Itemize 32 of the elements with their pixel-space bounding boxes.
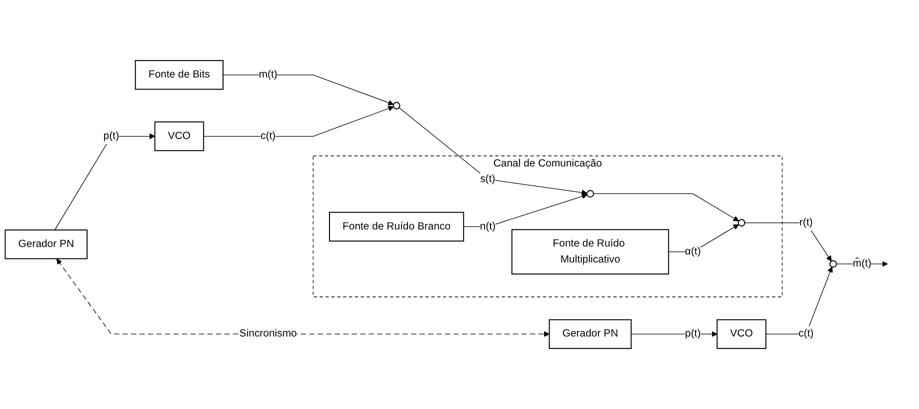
arrow bbox=[463, 194, 588, 228]
node-circle bbox=[829, 260, 837, 268]
node-circle bbox=[738, 219, 746, 227]
node-box: Gerador PN bbox=[4, 229, 88, 260]
edge-label: c(t) bbox=[798, 328, 814, 340]
node-box: VCO bbox=[154, 121, 204, 152]
arrow bbox=[222, 74, 394, 106]
edge-label: r(t) bbox=[799, 216, 813, 228]
arrow bbox=[744, 222, 832, 262]
arrow bbox=[398, 107, 588, 196]
edge-label: c(t) bbox=[260, 130, 276, 142]
arrow bbox=[593, 193, 739, 222]
edge-label: Sincronismo bbox=[239, 328, 297, 340]
arrow bbox=[630, 331, 718, 337]
node-circle bbox=[586, 190, 594, 198]
edge-label: p(t) bbox=[685, 328, 701, 340]
edge-label: p(t) bbox=[103, 130, 120, 142]
arrow bbox=[203, 106, 394, 137]
arrow bbox=[766, 266, 833, 334]
edge-label: s(t) bbox=[480, 173, 496, 185]
node-circle bbox=[392, 102, 400, 110]
edge-label: m(t) bbox=[258, 69, 278, 80]
arrow bbox=[54, 133, 156, 230]
edge-label: n(t) bbox=[480, 220, 496, 232]
edge-label: α(t) bbox=[684, 246, 701, 258]
node-box: Gerador PN bbox=[548, 319, 632, 349]
arrow bbox=[56, 258, 550, 337]
node-box: Fonte de Bits bbox=[134, 60, 224, 90]
node-box: VCO bbox=[716, 319, 766, 349]
node-box: Fonte de Ruído Multiplicativo bbox=[511, 229, 670, 275]
node-box: Fonte de Ruído Branco bbox=[329, 212, 464, 242]
edge-label: m̂(t) bbox=[852, 258, 872, 270]
